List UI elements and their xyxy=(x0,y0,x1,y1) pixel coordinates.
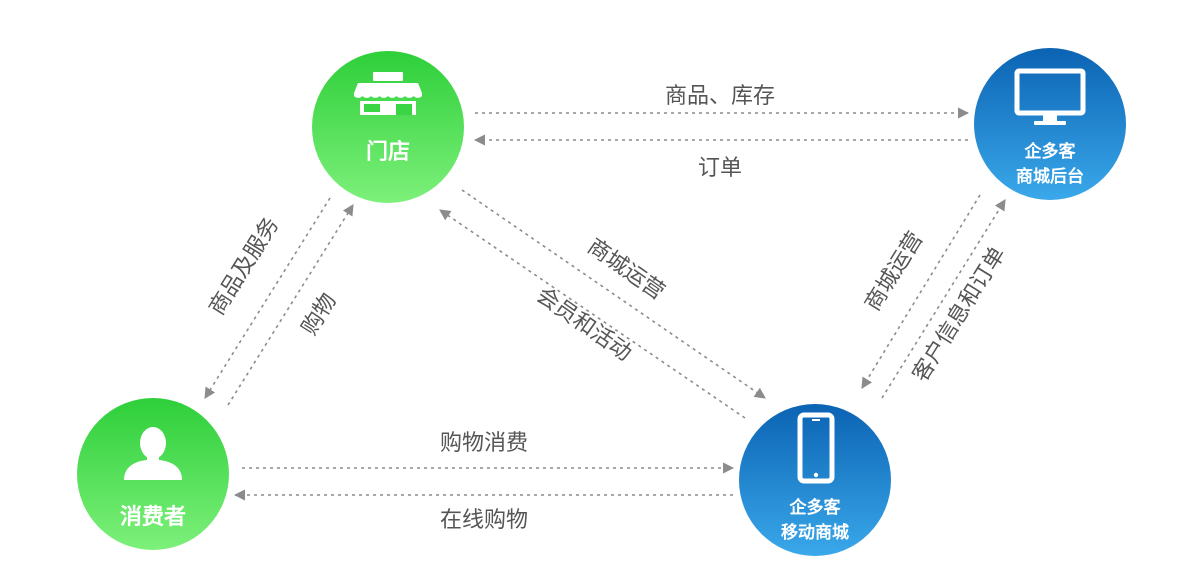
edge-label-mobile-to-backend: 客户信息和订单 xyxy=(908,243,1011,387)
edge-label-store-to-mobile: 商城运营 xyxy=(583,234,669,305)
arrow-mobile-to-backend xyxy=(881,199,1006,399)
node-mobile: 企多客 移动商城 xyxy=(739,404,891,556)
arrow-store-to-consumer xyxy=(204,197,331,399)
node-backend-label-line1: 企多客 xyxy=(1024,141,1077,162)
edge-label-backend-to-store: 订单 xyxy=(698,156,742,181)
edge-label-consumer-to-mobile: 购物消费 xyxy=(440,431,528,456)
node-store-label: 门店 xyxy=(366,139,410,165)
edge-label-backend-to-mobile: 商城运营 xyxy=(861,228,929,316)
arrow-consumer-to-store xyxy=(227,204,354,406)
monitor-icon xyxy=(1014,68,1086,125)
node-store: 门店 xyxy=(312,51,464,203)
node-consumer: 消费者 xyxy=(77,398,229,550)
node-backend: 企多客 商城后台 xyxy=(974,48,1126,200)
edge-label-store-to-consumer: 商品及服务 xyxy=(205,213,285,320)
node-mobile-label-line2: 移动商城 xyxy=(781,522,849,543)
smartphone-icon xyxy=(797,412,835,484)
node-store-circle xyxy=(312,51,464,203)
edge-label-mobile-to-store: 会员和活动 xyxy=(531,283,635,367)
node-consumer-label: 消费者 xyxy=(120,505,186,530)
node-mobile-label-line1: 企多客 xyxy=(789,497,842,518)
edge-label-store-to-backend: 商品、库存 xyxy=(665,84,775,109)
arrow-mobile-to-store xyxy=(439,209,746,419)
arrow-store-to-mobile xyxy=(461,189,766,399)
store-icon xyxy=(354,72,422,115)
node-backend-label-line2: 商城后台 xyxy=(1016,166,1084,187)
arrow-backend-to-mobile xyxy=(861,194,981,389)
edge-label-consumer-to-store: 购物 xyxy=(297,289,342,340)
user-icon xyxy=(124,427,182,480)
edge-label-mobile-to-consumer: 在线购物 xyxy=(440,508,528,533)
